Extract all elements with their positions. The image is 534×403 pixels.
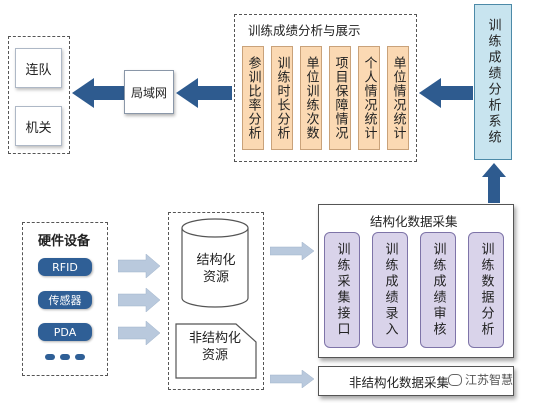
- collect-col-2-label: 训练成绩录入: [382, 242, 398, 338]
- collect-col-4: 训练数据分析: [468, 232, 504, 348]
- analysis-col-2-label: 训练时长分析: [274, 56, 290, 140]
- watermark-chat-icon: [448, 373, 462, 386]
- analysis-col-2: 训练时长分析: [271, 46, 293, 150]
- analysis-col-6: 单位情况统计: [387, 46, 409, 150]
- arrow-rfid-to-resources: [118, 254, 160, 278]
- unit-office: 机关: [15, 106, 62, 146]
- watermark-text: 江苏智慧: [465, 373, 514, 387]
- resources-container: [168, 212, 264, 390]
- structured-resource-label: 结构化资源: [186, 252, 246, 286]
- analysis-system-label: 训练成绩分析系统: [485, 18, 501, 146]
- analysis-col-5: 个人情况统计: [358, 46, 380, 150]
- hardware-more-dots: [38, 352, 92, 362]
- lan-box: 局域网: [124, 70, 174, 114]
- watermark: 江苏智慧: [448, 371, 514, 388]
- analysis-col-5-label: 个人情况统计: [361, 56, 377, 140]
- hardware-rfid-label: RFID: [52, 260, 78, 274]
- arrow-pda-to-resources: [118, 321, 160, 345]
- arrow-unstructured-to-collect: [270, 370, 314, 388]
- analysis-col-3-label: 单位训练次数: [303, 56, 319, 140]
- analysis-col-4-label: 项目保障情况: [332, 56, 348, 140]
- hardware-pda-label: PDA: [53, 325, 77, 339]
- unstructured-resource-doc: [175, 323, 257, 379]
- structured-resource-text: 结构化资源: [196, 253, 236, 285]
- hardware-sensor-badge: 传感器: [38, 291, 92, 309]
- hardware-sensor-label: 传感器: [48, 294, 82, 307]
- arrow-structured-to-collect: [270, 242, 314, 260]
- collect-col-4-label: 训练数据分析: [478, 242, 494, 338]
- analysis-container: [234, 14, 417, 162]
- analysis-col-3: 单位训练次数: [300, 46, 322, 150]
- hardware-pda-badge: PDA: [38, 323, 92, 341]
- collect-col-1-label: 训练采集接口: [334, 242, 350, 338]
- collect-col-3: 训练成绩审核: [420, 232, 456, 348]
- unstructured-resource-text: 非结构化资源: [188, 331, 241, 363]
- analysis-col-4: 项目保障情况: [329, 46, 351, 150]
- arrow-sensor-to-resources: [118, 288, 160, 312]
- unstructured-collect-label: 非结构化数据采集: [349, 374, 450, 390]
- units-container: [8, 36, 70, 154]
- structured-collect-title: 结构化数据采集: [370, 214, 458, 229]
- hardware-title: 硬件设备: [38, 234, 91, 249]
- unit-office-label: 机关: [25, 120, 52, 136]
- analysis-col-1: 参训比率分析: [242, 46, 264, 150]
- arrow-analysis-to-lan: [176, 78, 232, 108]
- unit-company: 连队: [15, 48, 62, 88]
- structured-resource-cylinder: [181, 218, 249, 308]
- arrow-lan-to-units: [72, 78, 124, 108]
- arrow-system-to-analysis: [419, 78, 473, 108]
- collect-col-3-label: 训练成绩审核: [430, 242, 446, 338]
- hardware-container: [22, 222, 108, 376]
- hardware-rfid-badge: RFID: [38, 258, 92, 276]
- analysis-system-box: 训练成绩分析系统: [474, 4, 512, 160]
- unstructured-resource-label: 非结构化资源: [180, 330, 250, 364]
- analysis-title: 训练成绩分析与展示: [248, 23, 361, 38]
- unit-company-label: 连队: [25, 62, 52, 78]
- collect-col-2: 训练成绩录入: [372, 232, 408, 348]
- arrow-collect-to-system: [482, 163, 506, 203]
- collect-col-1: 训练采集接口: [324, 232, 360, 348]
- lan-label: 局域网: [130, 85, 167, 100]
- analysis-col-1-label: 参训比率分析: [245, 56, 261, 140]
- analysis-col-6-label: 单位情况统计: [390, 56, 406, 140]
